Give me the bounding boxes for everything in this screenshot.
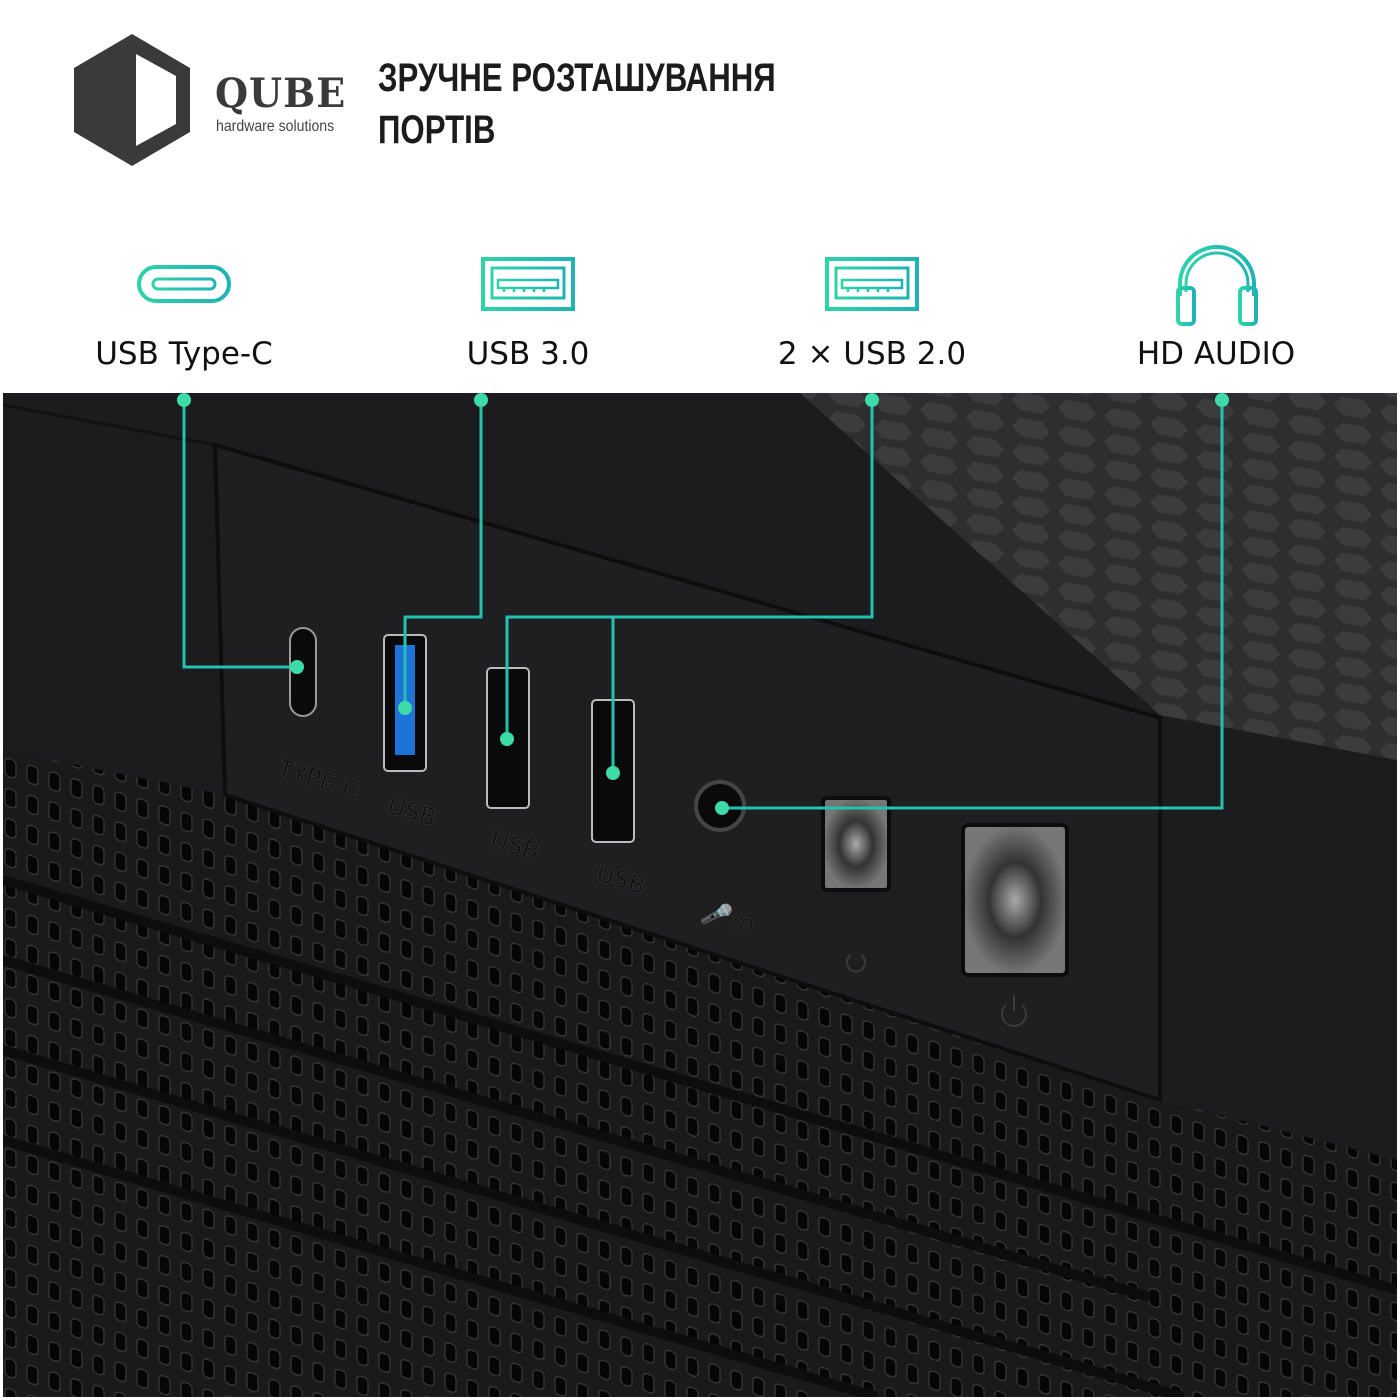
case-front-panel-photo: TYPE-C USB USB USB 🎤/∩ [3, 393, 1397, 1397]
power-symbol-icon [1001, 995, 1027, 1027]
port-label-usb2: 2 × USB 2.0 [777, 336, 967, 372]
qube-logo-icon [74, 34, 190, 166]
page-title: ЗРУЧНЕ РОЗТАШУВАННЯ ПОРТІВ [378, 52, 776, 156]
callout-lines [182, 394, 1224, 810]
port-label-usb3: USB 3.0 [466, 336, 590, 372]
port-label-audio: HD AUDIO [1136, 336, 1296, 372]
usb-c-icon [137, 265, 231, 303]
power-button [961, 823, 1069, 977]
brand-name: QUBE [215, 70, 347, 117]
callout-dots [177, 393, 1229, 815]
usb-c-port [289, 627, 317, 717]
title-line-1: ЗРУЧНЕ РОЗТАШУВАННЯ [378, 56, 776, 100]
port-label-usb-c: USB Type-C [95, 336, 273, 372]
brand-tagline: hardware solutions [216, 118, 335, 135]
reset-symbol-icon [846, 954, 866, 973]
usb-a-icon [825, 257, 919, 311]
reset-button [821, 796, 891, 892]
headphones-icon [1176, 245, 1258, 326]
title-line-2: ПОРТІВ [378, 108, 496, 152]
usb-a-icon [481, 257, 575, 311]
